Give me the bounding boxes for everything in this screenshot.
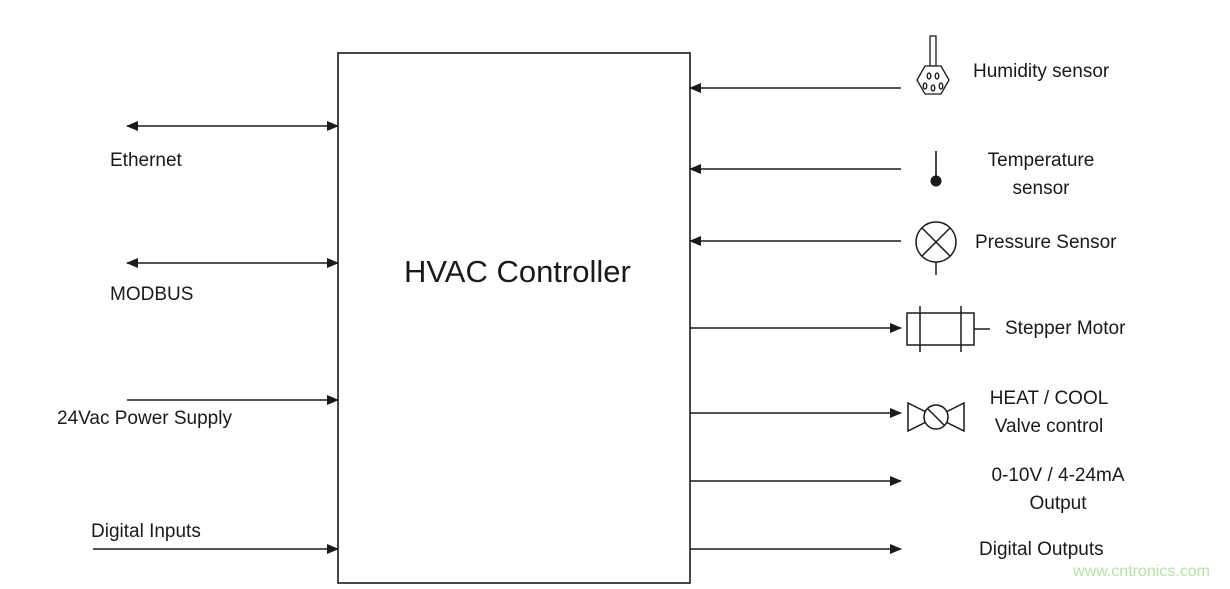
pressure-sensor-label: Pressure Sensor	[975, 232, 1117, 253]
humidity-sensor-icon	[916, 35, 950, 95]
analog-output-label-line2: Output	[1029, 493, 1087, 514]
stepper-motor-label: Stepper Motor	[1005, 318, 1126, 339]
valve-label-line1: HEAT / COOL	[989, 388, 1109, 409]
modbus-label: MODBUS	[110, 284, 194, 305]
humidity-sensor-label: Humidity sensor	[973, 61, 1110, 82]
temperature-sensor-label-line1: Temperature	[987, 150, 1095, 171]
digital-outputs-label: Digital Outputs	[979, 539, 1104, 560]
pressure-sensor-icon	[915, 221, 957, 275]
stepper-motor-icon	[906, 306, 990, 352]
temperature-sensor-icon	[930, 151, 942, 187]
temperature-sensor-label-line2: sensor	[1012, 178, 1070, 199]
controller-title: HVAC Controller	[404, 254, 631, 289]
analog-output-label-line1: 0-10V / 4-24mA	[991, 465, 1125, 486]
watermark: www.cntronics.com	[1073, 563, 1210, 580]
ethernet-label: Ethernet	[110, 150, 182, 171]
valve-icon	[907, 401, 965, 433]
valve-label-line2: Valve control	[994, 416, 1104, 437]
hvac-controller-block	[337, 52, 691, 584]
power-supply-label: 24Vac Power Supply	[57, 408, 232, 429]
digital-inputs-label: Digital Inputs	[91, 521, 201, 542]
